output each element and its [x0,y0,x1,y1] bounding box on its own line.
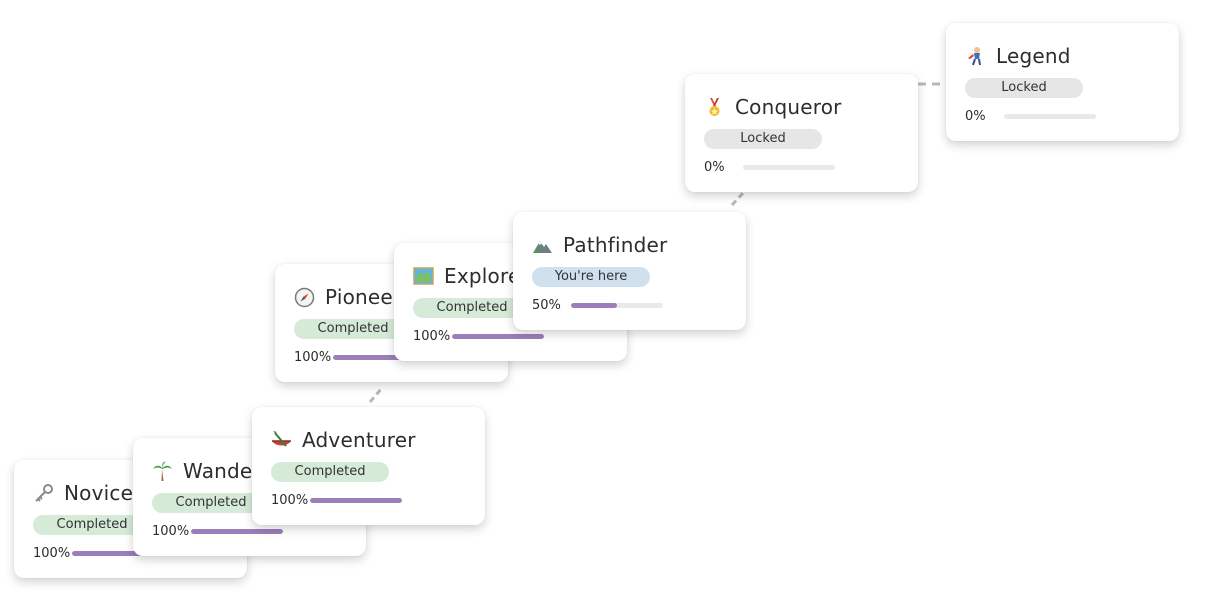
map-icon [413,266,434,287]
mountain-icon [532,235,553,256]
progress-value: 100% [33,545,71,561]
hero-icon [965,46,986,67]
palm-tree-icon [152,461,173,482]
progress-value: 100% [152,523,190,539]
progress-fill [333,354,425,360]
progress-bar [310,497,402,503]
progress-value: 50% [532,297,561,313]
progress-value: 0% [965,108,986,124]
level-card-conqueror[interactable]: Conqueror Locked 0% [685,74,918,192]
progress-fill [310,497,402,503]
connector-line [368,387,384,403]
level-title: Novice [64,481,134,505]
status-badge: Locked [704,129,822,149]
progress-bar [571,302,663,308]
canoe-icon [271,430,292,451]
progress-value: 100% [413,328,451,344]
level-card-pathfinder[interactable]: Pathfinder You're here 50% [513,212,746,330]
medal-icon [704,97,725,118]
level-title: Pathfinder [563,233,668,257]
status-badge: You're here [532,267,650,287]
status-badge: Completed [271,462,389,482]
level-title: Conqueror [735,95,842,119]
status-badge: Completed [152,493,270,513]
status-badge: Completed [294,319,412,339]
progress-value: 100% [294,349,332,365]
level-card-adventurer[interactable]: Adventurer Completed 100% [252,407,485,525]
progress-bar [452,333,544,339]
level-title: Adventurer [302,428,416,452]
compass-icon [294,287,315,308]
status-badge: Locked [965,78,1083,98]
progress-fill [72,550,164,556]
key-icon [33,483,54,504]
status-badge: Completed [33,515,151,535]
progress-fill [452,333,544,339]
progress-fill [571,302,617,308]
connector-line [730,190,746,207]
progress-bar [1004,113,1096,119]
level-card-legend[interactable]: Legend Locked 0% [946,23,1179,141]
level-title: Legend [996,44,1071,68]
progress-fill [191,528,283,534]
progress-bar [743,164,835,170]
progress-bar [72,550,164,556]
progress-bar [333,354,425,360]
progress-bar [191,528,283,534]
progress-value: 100% [271,492,309,508]
level-title: Pioneer [325,285,402,309]
status-badge: Completed [413,298,531,318]
progress-value: 0% [704,159,725,175]
